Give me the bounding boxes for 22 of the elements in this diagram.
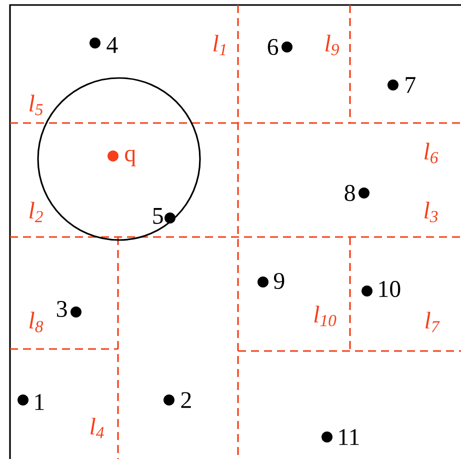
point-label: 3	[56, 300, 67, 318]
line-label: l$_{10}$	[314, 306, 336, 326]
line-label: l$_{9}$	[326, 34, 339, 56]
line-label: l$_{5}$	[30, 94, 43, 116]
line-label: l$_{2}$	[30, 202, 43, 222]
point-label: 6	[268, 38, 278, 56]
point-label: 9	[274, 272, 284, 290]
line-label: l$_{8}$	[30, 312, 44, 332]
point-label: 2	[181, 392, 191, 408]
point-label: 8	[344, 184, 355, 202]
point-label: 11	[339, 429, 359, 445]
line-label: l$_{3}$	[424, 202, 438, 222]
line-label: l$_{7}$	[426, 312, 440, 332]
line-label: l$_{4}$	[90, 418, 104, 438]
point-label: q	[125, 150, 136, 166]
point-label: 4	[106, 37, 118, 53]
line-label: l$_{1}$	[214, 34, 226, 56]
point-label: 1	[35, 394, 44, 410]
point-label: 5	[153, 208, 163, 224]
point-label: 10	[379, 280, 400, 298]
line-label: l$_{6}$	[424, 142, 438, 164]
point-label: 7	[406, 77, 416, 93]
